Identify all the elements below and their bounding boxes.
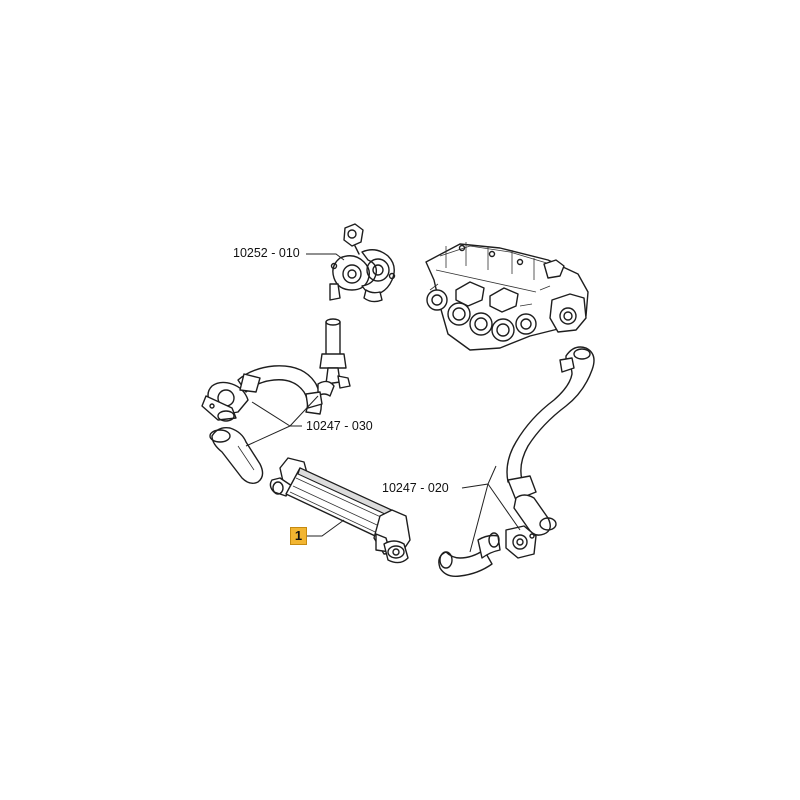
item-number-badge[interactable]: 1 xyxy=(290,527,307,545)
upper-intercooler-hose xyxy=(201,318,351,485)
right-intercooler-hose xyxy=(438,346,595,578)
intake-manifold xyxy=(425,242,589,351)
callout-upper-hoses[interactable]: 10247 - 030 xyxy=(304,419,375,433)
leader-lines xyxy=(245,253,521,553)
callout-right-hoses[interactable]: 10247 - 020 xyxy=(380,481,451,495)
intercooler xyxy=(269,457,411,564)
callout-turbocharger[interactable]: 10252 - 010 xyxy=(231,246,302,260)
turbocharger xyxy=(329,223,396,303)
